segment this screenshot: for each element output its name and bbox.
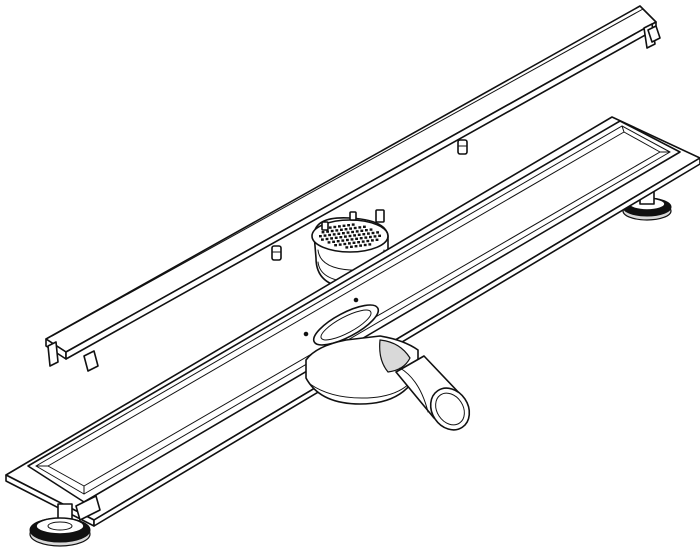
grate-cover-edge-line bbox=[51, 8, 644, 337]
strainer-mesh-cell bbox=[333, 225, 337, 229]
strainer-tab-2 bbox=[349, 211, 357, 221]
strainer-mesh-cell bbox=[348, 242, 351, 245]
drain-body bbox=[305, 335, 471, 431]
grate-cover bbox=[45, 5, 661, 372]
strainer-mesh-cell bbox=[355, 237, 358, 240]
strainer-mesh-cell bbox=[366, 239, 370, 243]
strainer-mesh-cell bbox=[350, 245, 353, 248]
outlet-pipe-end bbox=[429, 387, 471, 431]
strainer-mesh-cell bbox=[346, 238, 349, 242]
strainer-mesh-cell bbox=[341, 239, 345, 242]
strainer-mesh-cell bbox=[355, 230, 359, 233]
strainer-mesh-cell bbox=[371, 239, 374, 242]
strainer-mesh-cell bbox=[357, 233, 361, 236]
strainer-mesh-cell bbox=[334, 244, 337, 247]
strainer-mesh-cell bbox=[363, 225, 366, 228]
strainer-mesh-cell bbox=[335, 229, 339, 232]
strainer-mesh-cell bbox=[334, 236, 338, 239]
strainer-mesh-cell bbox=[319, 235, 322, 238]
strainer-mesh-cell bbox=[357, 241, 360, 244]
strainer-mesh-cell bbox=[358, 226, 362, 229]
strainer-mesh-cell bbox=[369, 228, 373, 231]
strainer-mesh-cell bbox=[328, 226, 332, 229]
strainer-mesh-cell bbox=[345, 246, 349, 249]
strainer-mesh-cell bbox=[378, 234, 381, 237]
strainer-mesh-cell bbox=[351, 230, 354, 234]
strainer-mesh-cell bbox=[338, 225, 341, 228]
outlet-pipe-seam bbox=[399, 367, 429, 413]
strainer-mesh-cell bbox=[338, 243, 342, 246]
strainer-mesh-cell bbox=[342, 224, 346, 227]
strainer-mesh-cell bbox=[375, 238, 379, 241]
strainer-mesh-cell bbox=[359, 244, 362, 247]
strainer-mesh-cell bbox=[342, 232, 345, 235]
strainer-mesh-cell bbox=[367, 232, 370, 235]
grate-cover-clip-2 bbox=[457, 139, 468, 155]
strainer-mesh-cell bbox=[364, 236, 368, 239]
strainer-mesh-cell bbox=[362, 233, 366, 236]
strainer-mesh-cell bbox=[337, 232, 341, 235]
strainer-mesh-cell bbox=[340, 228, 343, 231]
strainer-mesh-cell bbox=[336, 240, 340, 243]
channel-drain-opening bbox=[312, 304, 380, 346]
strainer-mesh-cell bbox=[352, 241, 356, 244]
strainer-mesh-cell bbox=[353, 234, 356, 237]
strainer-mesh-cell bbox=[359, 237, 363, 240]
channel-screw-hole-2 bbox=[303, 331, 309, 337]
drain-body-band bbox=[309, 377, 415, 399]
strainer-tab-1 bbox=[375, 209, 385, 223]
strainer-mesh-cell bbox=[327, 241, 331, 244]
strainer-mesh-cell bbox=[321, 231, 325, 234]
strainer-mesh-cell bbox=[344, 228, 348, 231]
strainer-mesh-cell bbox=[365, 229, 368, 232]
strainer-mesh-cell bbox=[373, 235, 377, 238]
strainer-mesh-cell bbox=[326, 230, 329, 233]
strainer-mesh-cell bbox=[351, 223, 355, 226]
strainer-mesh-cell bbox=[332, 233, 336, 236]
strainer-mesh-cell bbox=[376, 231, 379, 234]
grate-cover-clip-1 bbox=[271, 245, 282, 261]
strainer-mesh-cell bbox=[353, 226, 357, 230]
strainer-mesh-cell bbox=[360, 229, 364, 232]
grate-cover-tab-left bbox=[47, 341, 99, 372]
strainer-mesh-cell bbox=[325, 237, 329, 241]
drain-body-shadow bbox=[379, 339, 411, 373]
strainer-mesh-cell bbox=[369, 235, 372, 239]
grate-cover-tab-right bbox=[643, 23, 661, 49]
strainer-mesh-cell bbox=[323, 234, 327, 237]
strainer-mesh-cell bbox=[328, 233, 331, 237]
strainer-mesh-cell bbox=[368, 243, 372, 246]
strainer-mesh-cell bbox=[343, 242, 347, 246]
strainer-mesh-cell bbox=[361, 240, 365, 243]
strainer-mesh bbox=[319, 223, 381, 249]
strainer-mesh-cell bbox=[350, 238, 354, 241]
strainer-mesh-cell bbox=[330, 229, 334, 233]
levelling-foot-left bbox=[29, 495, 101, 547]
levelling-foot-bracket bbox=[75, 495, 101, 521]
strainer-mesh-cell bbox=[354, 245, 358, 248]
strainer-mesh-cell bbox=[346, 231, 350, 234]
strainer-mesh-cell bbox=[349, 227, 352, 230]
strainer-mesh-cell bbox=[339, 236, 343, 239]
channel-screw-hole-1 bbox=[353, 297, 359, 303]
strainer-mesh-cell bbox=[363, 243, 367, 247]
strainer-mesh-cell bbox=[344, 235, 347, 238]
strainer-mesh-cell bbox=[347, 224, 350, 227]
strainer-mesh-cell bbox=[321, 238, 324, 241]
strainer-mesh-cell bbox=[332, 240, 335, 243]
strainer-tab-3 bbox=[321, 221, 329, 231]
strainer-mesh-cell bbox=[371, 231, 375, 235]
strainer-mesh-cell bbox=[330, 237, 333, 240]
strainer-mesh-cell bbox=[348, 234, 352, 238]
